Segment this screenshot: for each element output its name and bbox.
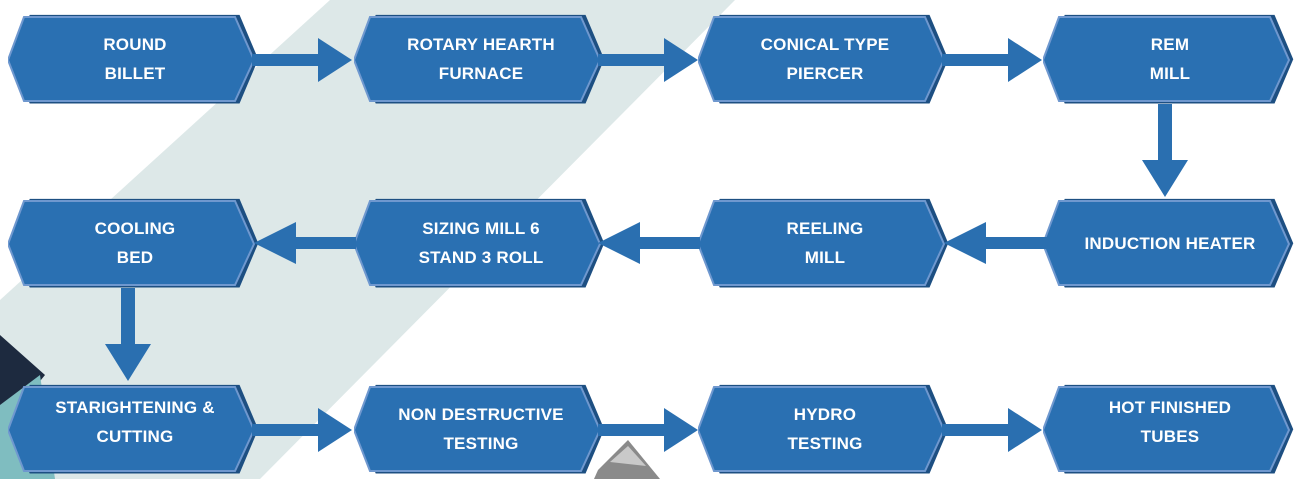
step-label: ROTARY HEARTH FURNACE xyxy=(407,35,555,83)
hexagon-box xyxy=(698,198,949,288)
hexagon-box xyxy=(698,14,949,104)
arrow-right-icon xyxy=(598,38,698,82)
hexagon-box xyxy=(1043,14,1294,104)
step-label: INDUCTION HEATER xyxy=(1084,233,1256,253)
arrow-right-icon xyxy=(598,408,698,452)
gray-photo-highlight xyxy=(610,446,646,466)
step-reeling-mill: REELING MILL xyxy=(698,197,952,289)
step-sizing-mill: SIZING MILL 6 STAND 3 ROLL xyxy=(354,197,608,289)
arrow-right-icon xyxy=(252,38,352,82)
step-label: NON DESTRUCTIVE TESTING xyxy=(398,405,564,453)
hexagon-box xyxy=(8,384,259,474)
arrow-right-icon xyxy=(252,408,352,452)
arrow-down-icon xyxy=(1142,104,1188,197)
hexagon-box xyxy=(354,198,605,288)
hexagon-box xyxy=(354,384,605,474)
arrow-down-icon xyxy=(105,288,151,381)
hexagon-box xyxy=(1043,198,1294,288)
step-straightening-cutting: STARIGHTENING & CUTTING xyxy=(8,383,262,475)
step-label: HOT FINISHED TUBES xyxy=(1108,398,1232,446)
step-label: HYDRO TESTING xyxy=(787,405,863,453)
step-rotary-hearth-furnace: ROTARY HEARTH FURNACE xyxy=(354,13,608,105)
step-conical-type-piercer: CONICAL TYPE PIERCER xyxy=(698,13,952,105)
hexagon-box xyxy=(698,384,949,474)
hexagon-box xyxy=(354,14,605,104)
step-label: CONICAL TYPE PIERCER xyxy=(760,35,890,83)
step-label: ROUND BILLET xyxy=(103,35,167,83)
arrow-left-icon xyxy=(598,222,700,264)
step-non-destructive-testing: NON DESTRUCTIVE TESTING xyxy=(354,383,608,475)
step-label: STARIGHTENING & CUTTING xyxy=(55,398,215,446)
step-label: REELING MILL xyxy=(786,219,864,267)
step-label: SIZING MILL 6 STAND 3 ROLL xyxy=(418,219,544,267)
arrow-left-icon xyxy=(944,222,1050,264)
arrow-left-icon xyxy=(254,222,356,264)
hexagon-box xyxy=(8,198,259,288)
step-round-billet: ROUND BILLET xyxy=(8,13,262,105)
step-hot-finished-tubes: HOT FINISHED TUBES xyxy=(1043,383,1297,475)
step-induction-heater: INDUCTION HEATER xyxy=(1043,197,1297,289)
hexagon-box xyxy=(8,14,259,104)
arrow-right-icon xyxy=(942,408,1042,452)
step-hydro-testing: HYDRO TESTING xyxy=(698,383,952,475)
step-cooling-bed: COOLING BED xyxy=(8,197,262,289)
step-rem-mill: REM MILL xyxy=(1043,13,1297,105)
hexagon-box xyxy=(1043,384,1294,474)
step-label: COOLING BED xyxy=(94,219,176,267)
arrow-right-icon xyxy=(942,38,1042,82)
step-label: REM MILL xyxy=(1149,35,1191,83)
